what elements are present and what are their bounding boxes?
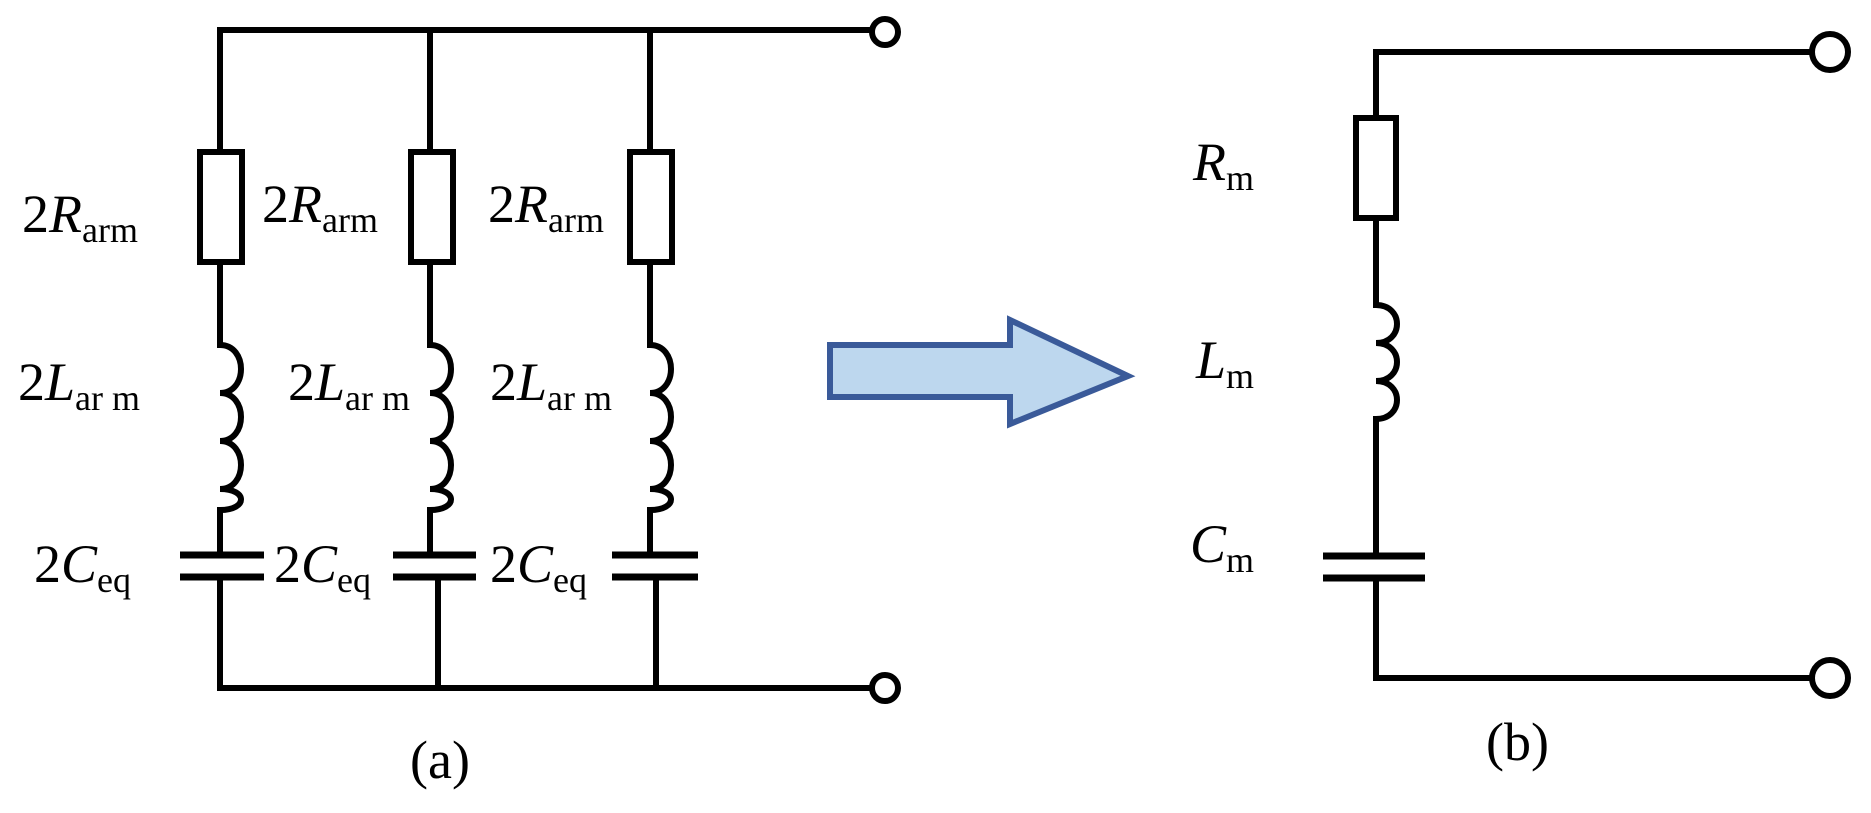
branch-3 [612,27,698,691]
branch-2-inductor [427,342,454,513]
label-branch-1-capacitor: 2Ceq [34,534,131,600]
branch-1-inductor [217,342,244,513]
label-b-resistor: Rm [1192,132,1254,198]
terminal-bottom-b[interactable] [1809,657,1851,699]
caption-a: (a) [410,730,470,790]
terminal-top-b[interactable] [1809,31,1851,73]
label-b-capacitor: Cm [1190,514,1254,580]
caption-b: (b) [1486,712,1549,772]
label-branch-2-resistor: 2Rarm [262,174,378,240]
branch-1 [180,27,264,691]
branch-2-resistor [408,149,456,265]
label-branch-2-capacitor: 2Ceq [274,534,371,600]
resistor-b [1353,115,1399,221]
terminal-bottom-a[interactable] [869,672,901,704]
label-b-inductor: Lm [1195,330,1254,396]
panel-a: 2Rarm 2Lar m 2Ceq 2Rarm 2Lar m 2Ceq 2Rar… [18,16,901,790]
transform-arrow [827,315,1136,429]
label-branch-3-inductor: 2Lar m [490,352,612,418]
label-branch-1-inductor: 2Lar m [18,352,140,418]
label-branch-1-resistor: 2Rarm [22,184,138,250]
terminal-top-a[interactable] [869,16,901,48]
label-branch-2-inductor: 2Lar m [288,352,410,418]
label-branch-3-capacitor: 2Ceq [490,534,587,600]
branch-3-inductor [647,342,674,513]
branch-2 [393,27,476,691]
branch-3-resistor [627,149,675,265]
inductor-b [1373,302,1400,422]
branch-1-resistor [197,149,245,265]
panel-b: Rm Lm Cm (b) [1190,31,1851,772]
label-branch-3-resistor: 2Rarm [488,174,604,240]
